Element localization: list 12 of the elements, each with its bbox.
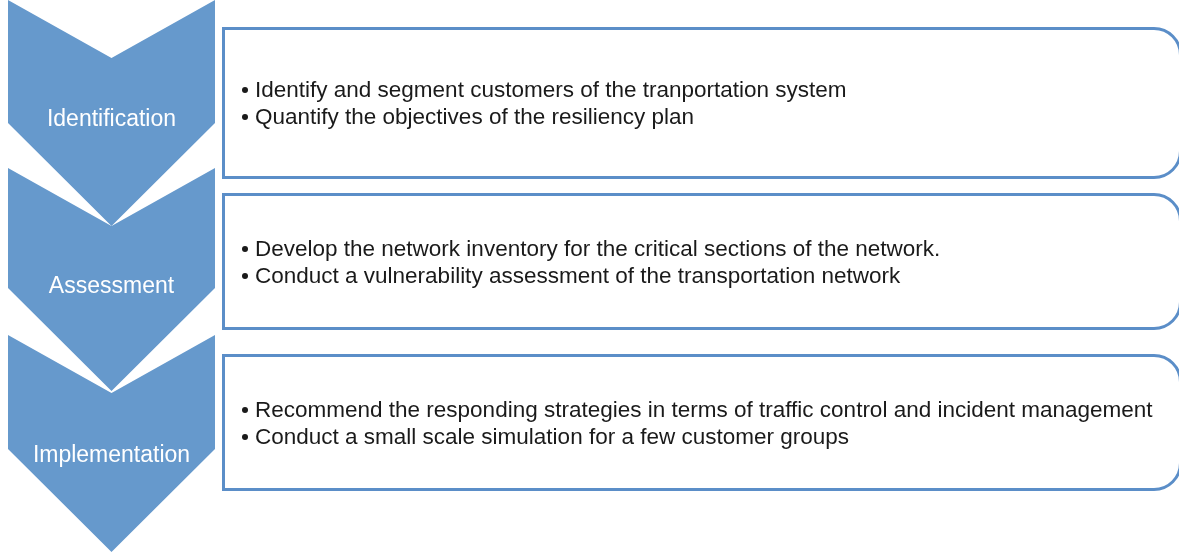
bullet-text: Quantify the objectives of the resiliency plan	[255, 103, 695, 130]
bullet-text: Conduct a small scale simulation for a few customer groups	[255, 422, 850, 450]
stage-label: Assessment	[47, 272, 176, 299]
bullet-text: Identify and segment customers of the tranportation system	[255, 76, 848, 103]
stage-label: Identification	[45, 105, 178, 132]
description-box	[222, 193, 1179, 330]
description-box	[222, 354, 1179, 491]
bullet-text: Conduct a vulnerability assessment of the transportation network	[255, 261, 902, 289]
bullet-text: Develop the network inventory for the critical sections of the network.	[255, 234, 942, 262]
stage-label: Implementation	[31, 441, 192, 468]
description-box	[222, 27, 1179, 179]
bullet-text: Recommend the responding strategies in terms of traffic control and incident management	[255, 395, 1154, 423]
